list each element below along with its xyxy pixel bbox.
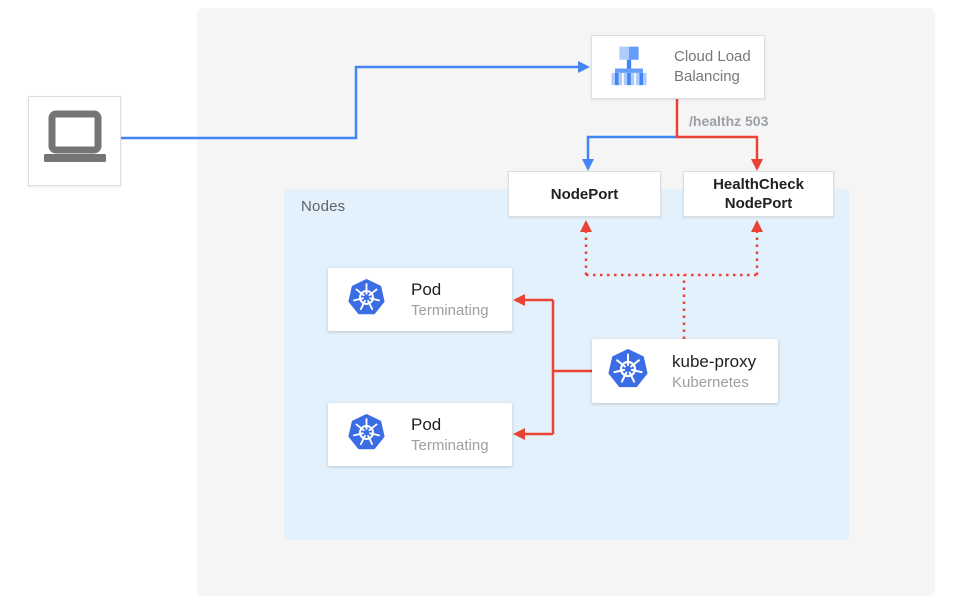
kubernetes-icon: [348, 413, 385, 456]
laptop-icon: [42, 110, 108, 173]
pod-status: Terminating: [411, 302, 489, 319]
nodes-label: Nodes: [301, 198, 346, 215]
kube-proxy-title: kube-proxy: [672, 351, 757, 371]
kube-proxy-subtitle: Kubernetes: [672, 373, 749, 391]
healthz-status-label: /healthz 503: [689, 113, 769, 129]
pod-status: Terminating: [411, 437, 489, 454]
nodeport-label: NodePort: [550, 185, 619, 203]
pod-title: Pod: [411, 280, 442, 299]
client-device: [28, 96, 121, 186]
cloud-load-balancing-label: Cloud Load Balancing: [674, 48, 751, 85]
pod-title: Pod: [411, 415, 442, 434]
nodeport-node: NodePort: [508, 171, 661, 217]
kubernetes-icon: [348, 278, 385, 321]
cloud-load-balancing-node: Cloud Load Balancing: [591, 35, 765, 99]
pod-node: Pod Terminating: [328, 268, 512, 331]
kube-proxy-node: kube-proxy Kubernetes: [592, 339, 778, 403]
pod-node: Pod Terminating: [328, 403, 512, 466]
kubernetes-icon: [608, 348, 648, 394]
healthcheck-nodeport-node: HealthCheck NodePort: [683, 171, 834, 217]
healthcheck-nodeport-label: HealthCheck NodePort: [713, 176, 804, 212]
cloud-load-balancing-icon: [608, 44, 650, 91]
